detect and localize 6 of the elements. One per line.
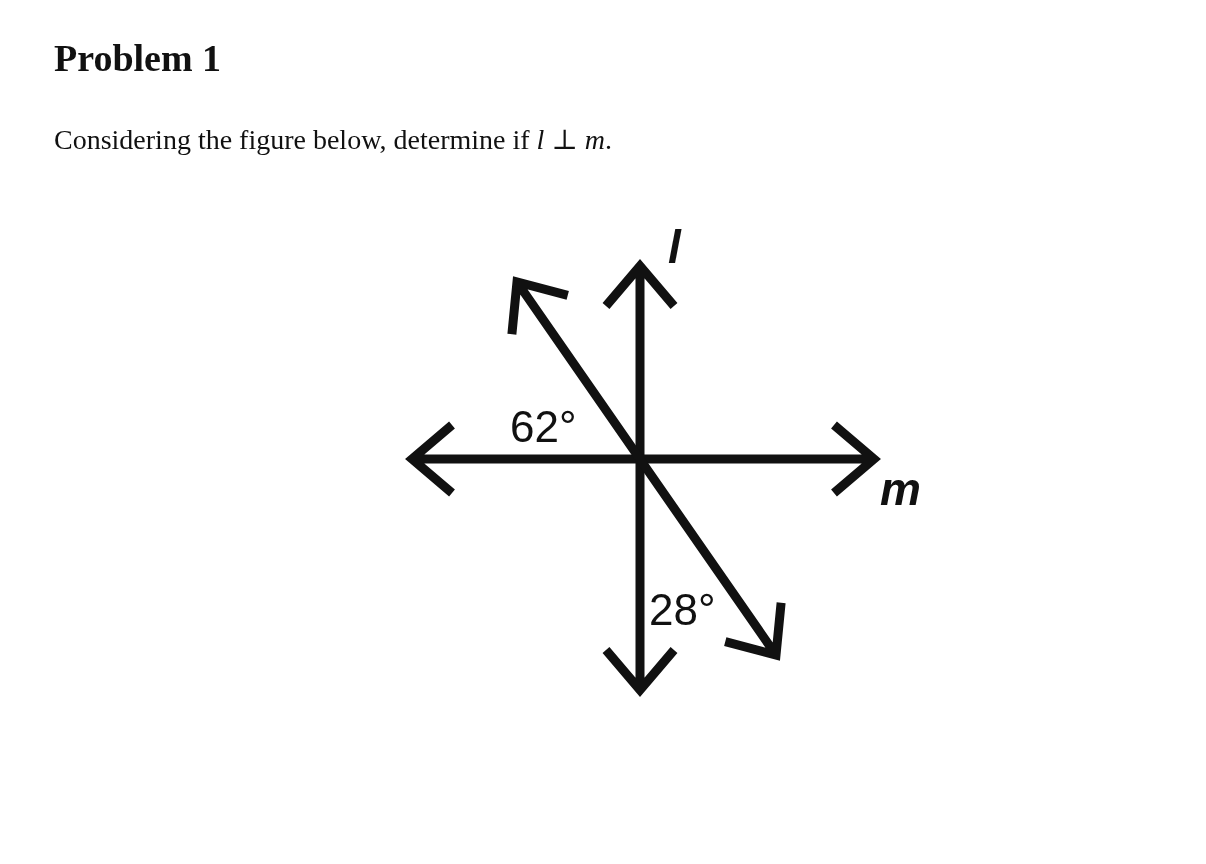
problem-heading: Problem 1	[54, 36, 222, 80]
angle-label: 28°	[649, 586, 716, 635]
line-label: m	[880, 464, 921, 515]
angle-label: 62°	[510, 403, 577, 452]
line-label: l	[668, 222, 681, 273]
problem-statement: Considering the figure below, determine if l ⊥ m.	[54, 125, 612, 156]
